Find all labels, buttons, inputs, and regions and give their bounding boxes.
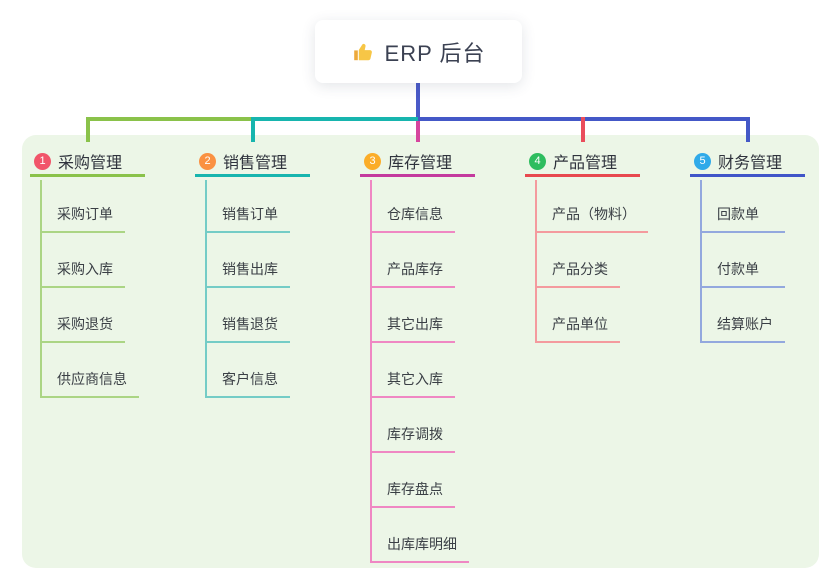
child-node[interactable]: 其它出库 bbox=[370, 316, 455, 343]
child-node[interactable]: 客户信息 bbox=[205, 371, 290, 398]
branch-number-badge: 1 bbox=[34, 152, 51, 170]
branch-drop-line bbox=[86, 117, 90, 142]
child-node[interactable]: 供应商信息 bbox=[40, 371, 139, 398]
branch-number-badge: 4 bbox=[529, 152, 546, 170]
child-node[interactable]: 库存盘点 bbox=[370, 481, 455, 508]
child-node[interactable]: 产品分类 bbox=[535, 261, 620, 288]
branch-drop-line bbox=[251, 117, 255, 142]
child-node[interactable]: 产品库存 bbox=[370, 261, 455, 288]
child-node[interactable]: 采购退货 bbox=[40, 316, 125, 343]
branch-node-2[interactable]: 2 销售管理 bbox=[195, 148, 310, 177]
branch-drop-line bbox=[581, 117, 585, 142]
child-node[interactable]: 产品单位 bbox=[535, 316, 620, 343]
branch-number-badge: 3 bbox=[364, 152, 381, 170]
child-node[interactable]: 采购订单 bbox=[40, 206, 125, 233]
bus-segment-green bbox=[86, 117, 251, 121]
child-node[interactable]: 销售订单 bbox=[205, 206, 290, 233]
branch-node-5[interactable]: 5 财务管理 bbox=[690, 148, 805, 177]
child-node[interactable]: 出库库明细 bbox=[370, 536, 469, 563]
branch-drop-line bbox=[746, 117, 750, 142]
branch-node-4[interactable]: 4 产品管理 bbox=[525, 148, 640, 177]
branch-drop-line bbox=[416, 121, 420, 142]
thumbs-up-icon bbox=[352, 40, 376, 64]
branch-panel-background bbox=[22, 135, 819, 568]
root-title: ERP 后台 bbox=[384, 40, 486, 66]
child-node[interactable]: 销售出库 bbox=[205, 261, 290, 288]
branch-label: 库存管理 bbox=[388, 155, 453, 172]
child-node[interactable]: 销售退货 bbox=[205, 316, 290, 343]
branch-spine-line bbox=[40, 180, 42, 398]
branch-number-badge: 2 bbox=[199, 152, 216, 170]
child-node[interactable]: 结算账户 bbox=[700, 316, 785, 343]
branch-node-3[interactable]: 3 库存管理 bbox=[360, 148, 475, 177]
branch-spine-line bbox=[205, 180, 207, 398]
child-node[interactable]: 其它入库 bbox=[370, 371, 455, 398]
root-connector-line bbox=[416, 82, 420, 121]
child-node[interactable]: 库存调拨 bbox=[370, 426, 455, 453]
branch-number-badge: 5 bbox=[694, 152, 711, 170]
child-node[interactable]: 采购入库 bbox=[40, 261, 125, 288]
branch-label: 产品管理 bbox=[553, 155, 618, 172]
child-node[interactable]: 产品（物料） bbox=[535, 206, 648, 233]
branch-node-1[interactable]: 1 采购管理 bbox=[30, 148, 145, 177]
child-node[interactable]: 回款单 bbox=[700, 206, 785, 233]
bus-segment-teal bbox=[251, 117, 418, 121]
child-node[interactable]: 付款单 bbox=[700, 261, 785, 288]
branch-label: 销售管理 bbox=[223, 155, 288, 172]
branch-spine-line bbox=[370, 180, 372, 563]
branch-label: 采购管理 bbox=[58, 155, 123, 172]
branch-spine-line bbox=[700, 180, 702, 343]
branch-label: 财务管理 bbox=[718, 155, 783, 172]
branch-spine-line bbox=[535, 180, 537, 343]
root-node[interactable]: ERP 后台 bbox=[315, 20, 522, 83]
child-node[interactable]: 仓库信息 bbox=[370, 206, 455, 233]
